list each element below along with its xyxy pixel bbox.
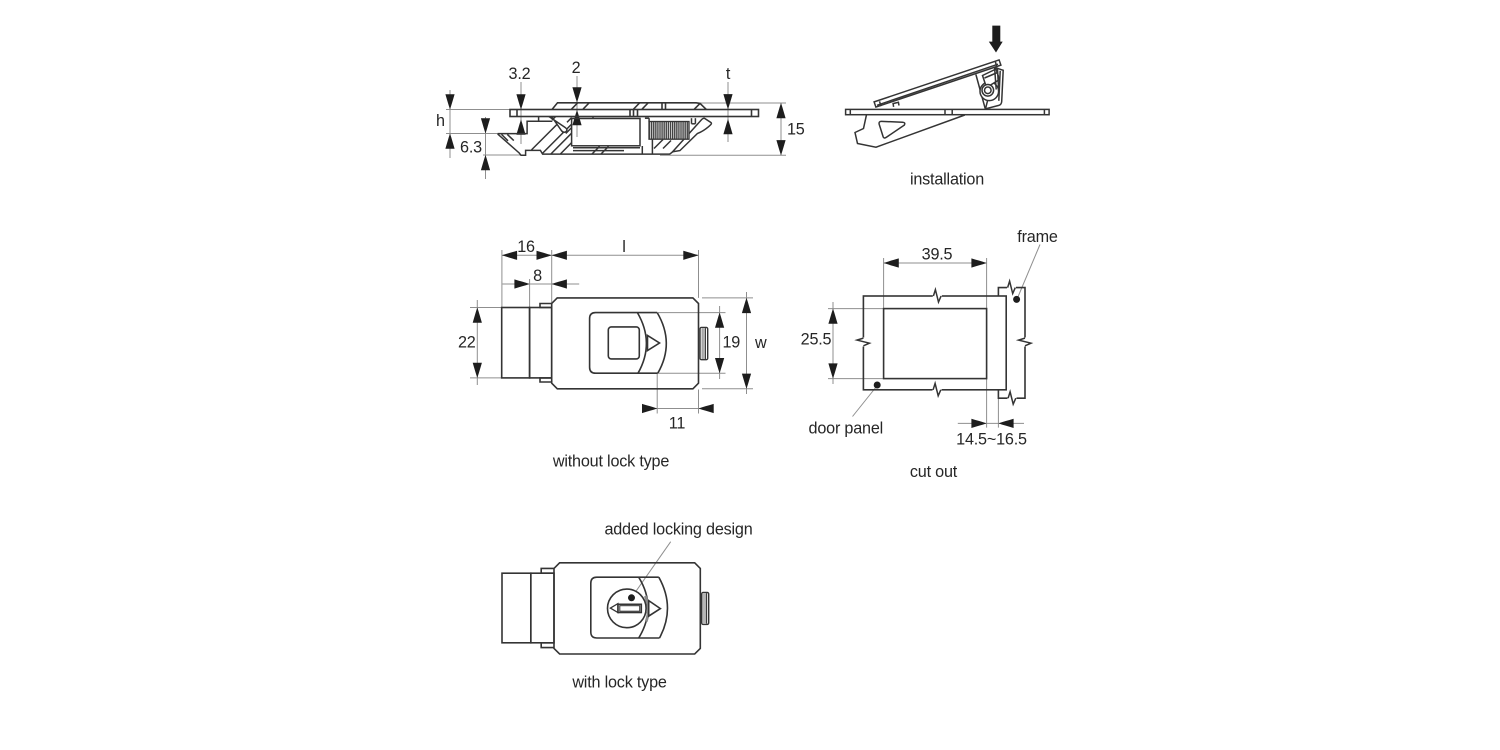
svg-text:39.5: 39.5 — [922, 246, 953, 264]
svg-text:22: 22 — [458, 334, 476, 352]
svg-text:without lock type: without lock type — [552, 453, 669, 471]
svg-text:6.3: 6.3 — [460, 139, 482, 157]
svg-text:door panel: door panel — [809, 420, 884, 438]
svg-text:frame: frame — [1017, 228, 1058, 246]
svg-text:11: 11 — [669, 415, 686, 433]
svg-text:t: t — [726, 65, 731, 83]
svg-text:w: w — [754, 334, 767, 352]
svg-text:25.5: 25.5 — [801, 331, 832, 349]
svg-text:15: 15 — [787, 121, 805, 139]
svg-text:with lock type: with lock type — [571, 674, 667, 692]
svg-text:14.5~16.5: 14.5~16.5 — [956, 431, 1027, 449]
svg-text:8: 8 — [533, 267, 542, 285]
svg-text:l: l — [622, 238, 625, 256]
svg-text:h: h — [436, 112, 445, 130]
svg-text:3.2: 3.2 — [509, 65, 531, 83]
svg-text:16: 16 — [517, 238, 535, 256]
svg-text:installation: installation — [910, 171, 984, 189]
svg-text:19: 19 — [723, 334, 741, 352]
svg-text:added locking design: added locking design — [604, 521, 752, 539]
svg-text:2: 2 — [572, 59, 581, 77]
svg-text:cut out: cut out — [910, 463, 958, 481]
